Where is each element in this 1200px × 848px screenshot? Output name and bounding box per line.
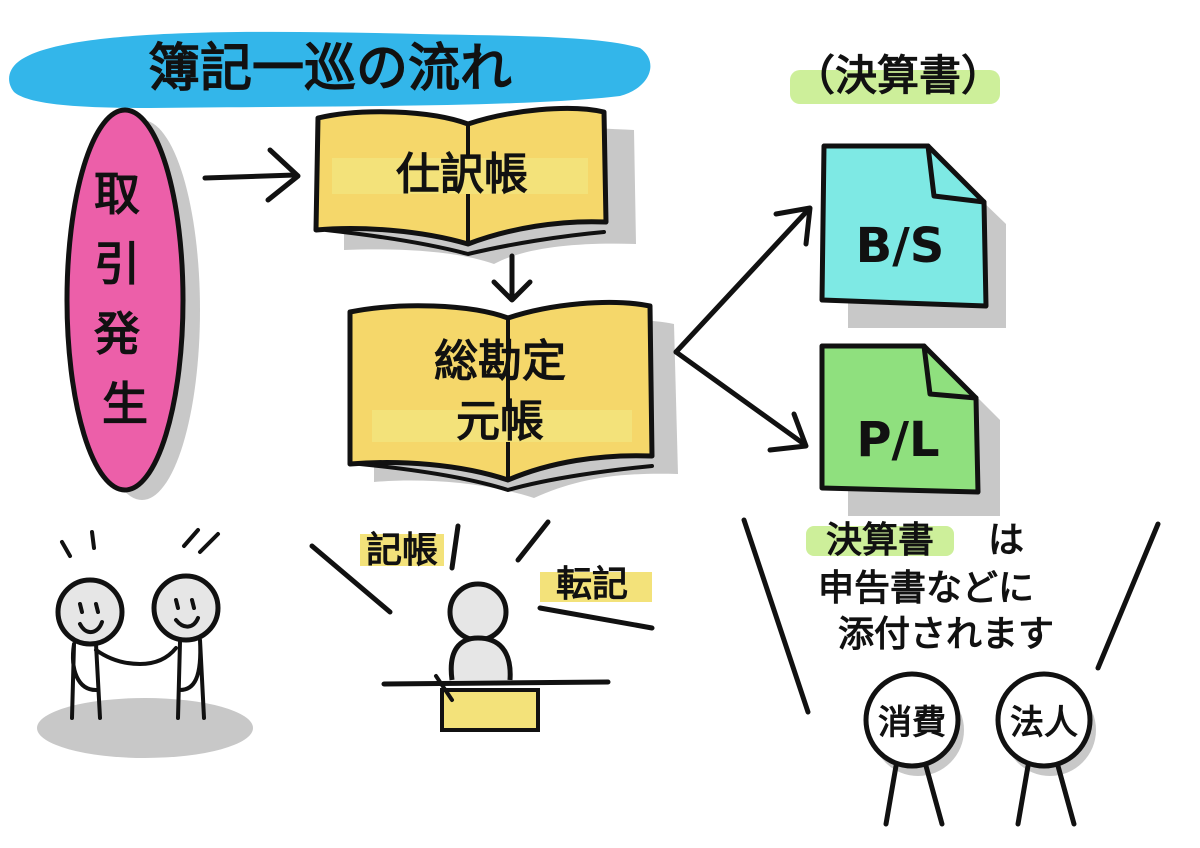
ground-shadow [37,698,253,758]
clerk-head [447,581,509,643]
consumption-tax-label: 消費 [878,703,946,743]
title-banner: 簿記一巡の流れ [9,31,651,108]
note-line2: 申告書などに [818,568,1034,609]
ledger-highlight [372,410,632,442]
note-rest: は [988,520,1024,561]
person-left-head [55,577,125,647]
consumption-tax-circle [863,671,961,769]
handshake-illustration [37,528,253,758]
transaction-label: 取 引 発 生 [94,167,156,431]
arrow-to-ledger [491,253,533,303]
arrow-to-bs [673,205,813,355]
title-text: 簿記一巡の流れ [148,39,512,99]
fs-highlight [790,70,1000,104]
person-right-head [151,573,221,643]
journal-label: 仕訳帳 [396,149,528,200]
pl-document-shape [819,343,981,495]
pl-label: P/L [856,412,939,468]
ledger-book-shape [347,299,655,483]
note-word: 決算書 [826,520,934,561]
ledger-label-line1: 総勘定 [434,336,566,387]
record-highlight [360,534,444,566]
title-highlight [9,31,651,108]
tax-note: 決算書 は 申告書などに 添付されます [741,517,1161,715]
post-highlight [540,572,652,602]
ledger-label-line2: 元帳 [456,396,544,447]
post-label: 転記 [556,564,628,605]
record-label: 記帳 [366,530,438,571]
note-line3: 添付されます [838,614,1054,655]
ledger-book: 総勘定 元帳 [347,299,678,498]
fs-text: （決算書） [793,51,1003,100]
bs-label: B/S [856,218,945,274]
corporate-tax-circle [995,671,1093,769]
arrow-to-journal [202,147,301,203]
note-highlight [806,526,954,556]
arrow-to-pl [673,349,809,453]
pl-document: P/L [819,343,1000,516]
clerk-desk-paper [440,688,540,732]
financial-statements-label: （決算書） [790,51,1003,104]
clerk-illustration: 記帳 転記 [309,519,655,732]
clerk-body [448,635,513,681]
transaction-oval-shape [64,107,186,493]
journal-highlight [332,158,588,194]
transaction-oval: 取 引 発 生 [64,107,200,500]
bs-document: B/S [819,143,1006,328]
bs-document-shape [819,143,989,309]
tax-figures: 消費 法人 [863,671,1096,827]
journal-book: 仕訳帳 [313,105,636,265]
corporate-tax-label: 法人 [1010,703,1078,743]
